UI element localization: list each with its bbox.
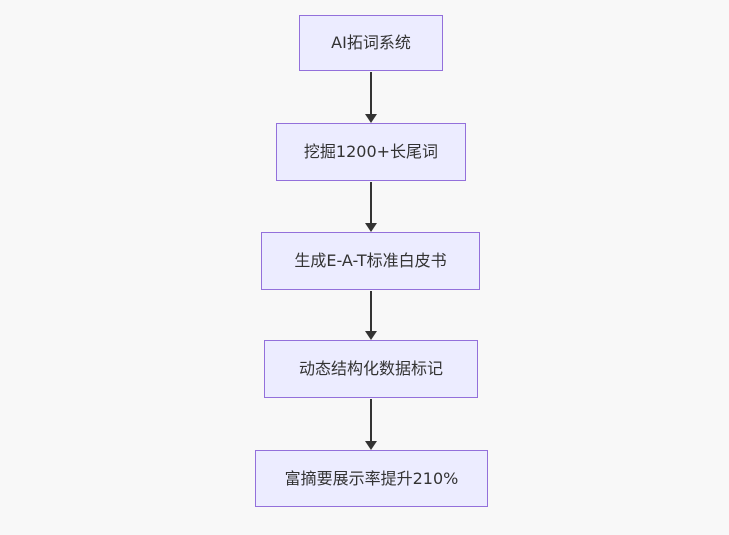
flow-node-label: 富摘要展示率提升210% bbox=[284, 468, 459, 488]
arrow-shaft bbox=[370, 182, 372, 224]
flow-arrow-2 bbox=[365, 182, 377, 232]
flow-node-label: 挖掘1200+长尾词 bbox=[303, 142, 439, 161]
flow-node-rich-snippet-result: 富摘要展示率提升210% bbox=[255, 450, 488, 507]
flow-node-label: AI拓词系统 bbox=[331, 33, 411, 52]
arrow-shaft bbox=[370, 291, 372, 332]
flow-node-label: 动态结构化数据标记 bbox=[298, 359, 443, 378]
flow-arrow-4 bbox=[365, 399, 377, 450]
flow-node-eat-whitepaper: 生成E-A-T标准白皮书 bbox=[261, 232, 480, 290]
arrow-shaft bbox=[370, 399, 372, 442]
flow-node-label: 生成E-A-T标准白皮书 bbox=[294, 251, 447, 270]
arrowhead-icon bbox=[365, 331, 377, 340]
arrowhead-icon bbox=[365, 114, 377, 123]
flow-arrow-3 bbox=[365, 291, 377, 340]
flow-node-ai-keyword-system: AI拓词系统 bbox=[299, 15, 443, 71]
arrowhead-icon bbox=[365, 441, 377, 450]
arrow-shaft bbox=[370, 72, 372, 115]
flow-node-longtail-mining: 挖掘1200+长尾词 bbox=[276, 123, 466, 181]
flow-node-structured-data: 动态结构化数据标记 bbox=[264, 340, 478, 398]
flow-arrow-1 bbox=[365, 72, 377, 123]
arrowhead-icon bbox=[365, 223, 377, 232]
